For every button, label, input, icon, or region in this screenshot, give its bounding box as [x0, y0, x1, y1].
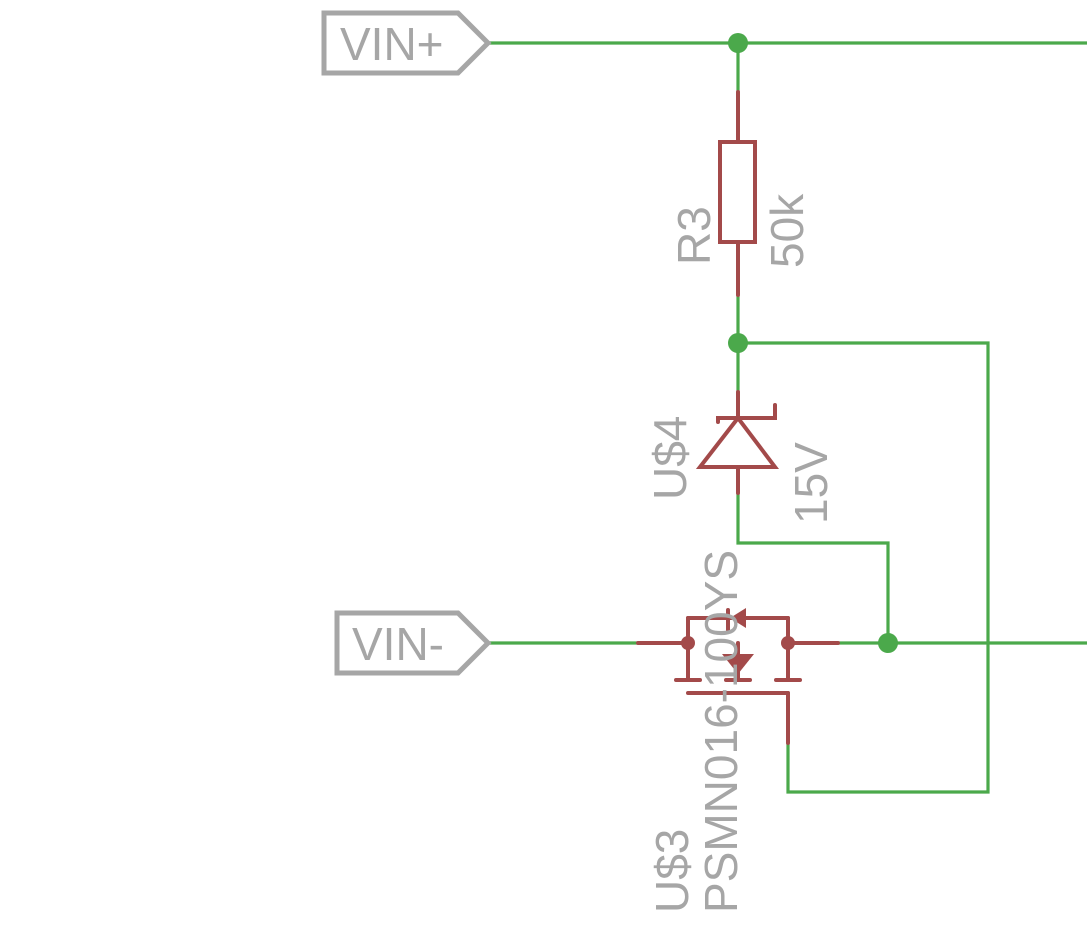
mosfet-u3-value: PSMN016-100YS: [695, 550, 747, 913]
net-gate[interactable]: [736, 341, 990, 794]
zener-u4-triangle: [695, 414, 780, 469]
mosfet-u3-drain-dot: [681, 636, 695, 650]
port-vin-plus-outline: [321, 10, 492, 76]
port-vin-plus[interactable]: VIN+: [321, 10, 492, 76]
junction-dot: [728, 33, 748, 53]
zener-u4-name: U$4: [644, 416, 696, 500]
junction-dot: [728, 333, 748, 353]
resistor-r3-name: R3: [668, 206, 720, 265]
mosfet-u3-source-dot: [781, 636, 795, 650]
mosfet-u3-fills: [681, 608, 795, 674]
zener-u4-value: 15V: [785, 442, 837, 524]
mosfet-u3-channel-arrow: [722, 654, 754, 674]
junctions: [728, 33, 898, 653]
zener-u4[interactable]: [695, 390, 780, 495]
port-vin-plus-label: VIN+: [340, 18, 444, 70]
junction-dot: [878, 633, 898, 653]
port-vin-minus-outline: [334, 610, 492, 676]
port-vin-minus[interactable]: VIN-: [334, 610, 492, 676]
zener-u4-cathode-bar: [716, 403, 777, 424]
resistor-r3[interactable]: [718, 90, 757, 297]
resistor-r3-value: 50k: [761, 193, 813, 268]
mosfet-u3-diode-triangle: [730, 608, 746, 628]
net-zener-anode[interactable]: [736, 491, 890, 645]
mosfet-u3-name: U$3: [646, 829, 698, 913]
port-vin-minus-label: VIN-: [352, 618, 444, 670]
resistor-r3-body: [718, 140, 757, 244]
